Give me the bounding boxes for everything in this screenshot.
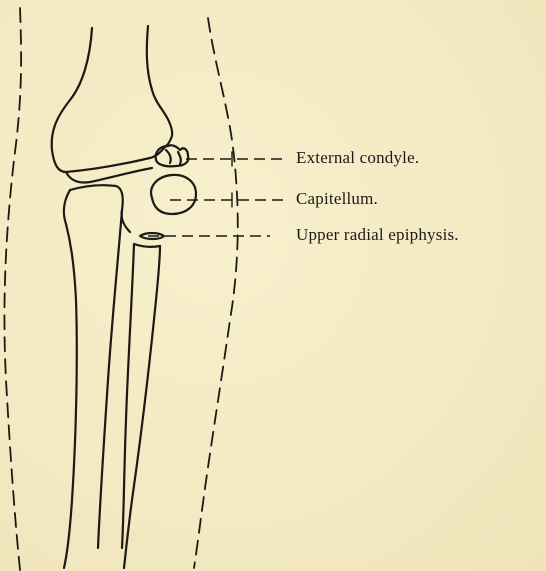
ulna-outline: [64, 190, 77, 568]
right-limb-outline: [194, 18, 238, 568]
label-upper-radial-epiphysis: Upper radial epiphysis.: [296, 225, 459, 245]
label-external-condyle: External condyle.: [296, 148, 419, 168]
ulna-inner-edge: [98, 210, 122, 548]
label-capitellum: Capitellum.: [296, 189, 378, 209]
radius-head: [134, 244, 160, 247]
radius-outline-outer: [124, 246, 160, 568]
left-limb-outline: [4, 8, 21, 570]
humerus-outline: [52, 26, 172, 172]
capitellum-shape: [151, 175, 196, 214]
external-condyle-detail: [166, 150, 181, 164]
external-condyle-shape: [156, 145, 189, 166]
